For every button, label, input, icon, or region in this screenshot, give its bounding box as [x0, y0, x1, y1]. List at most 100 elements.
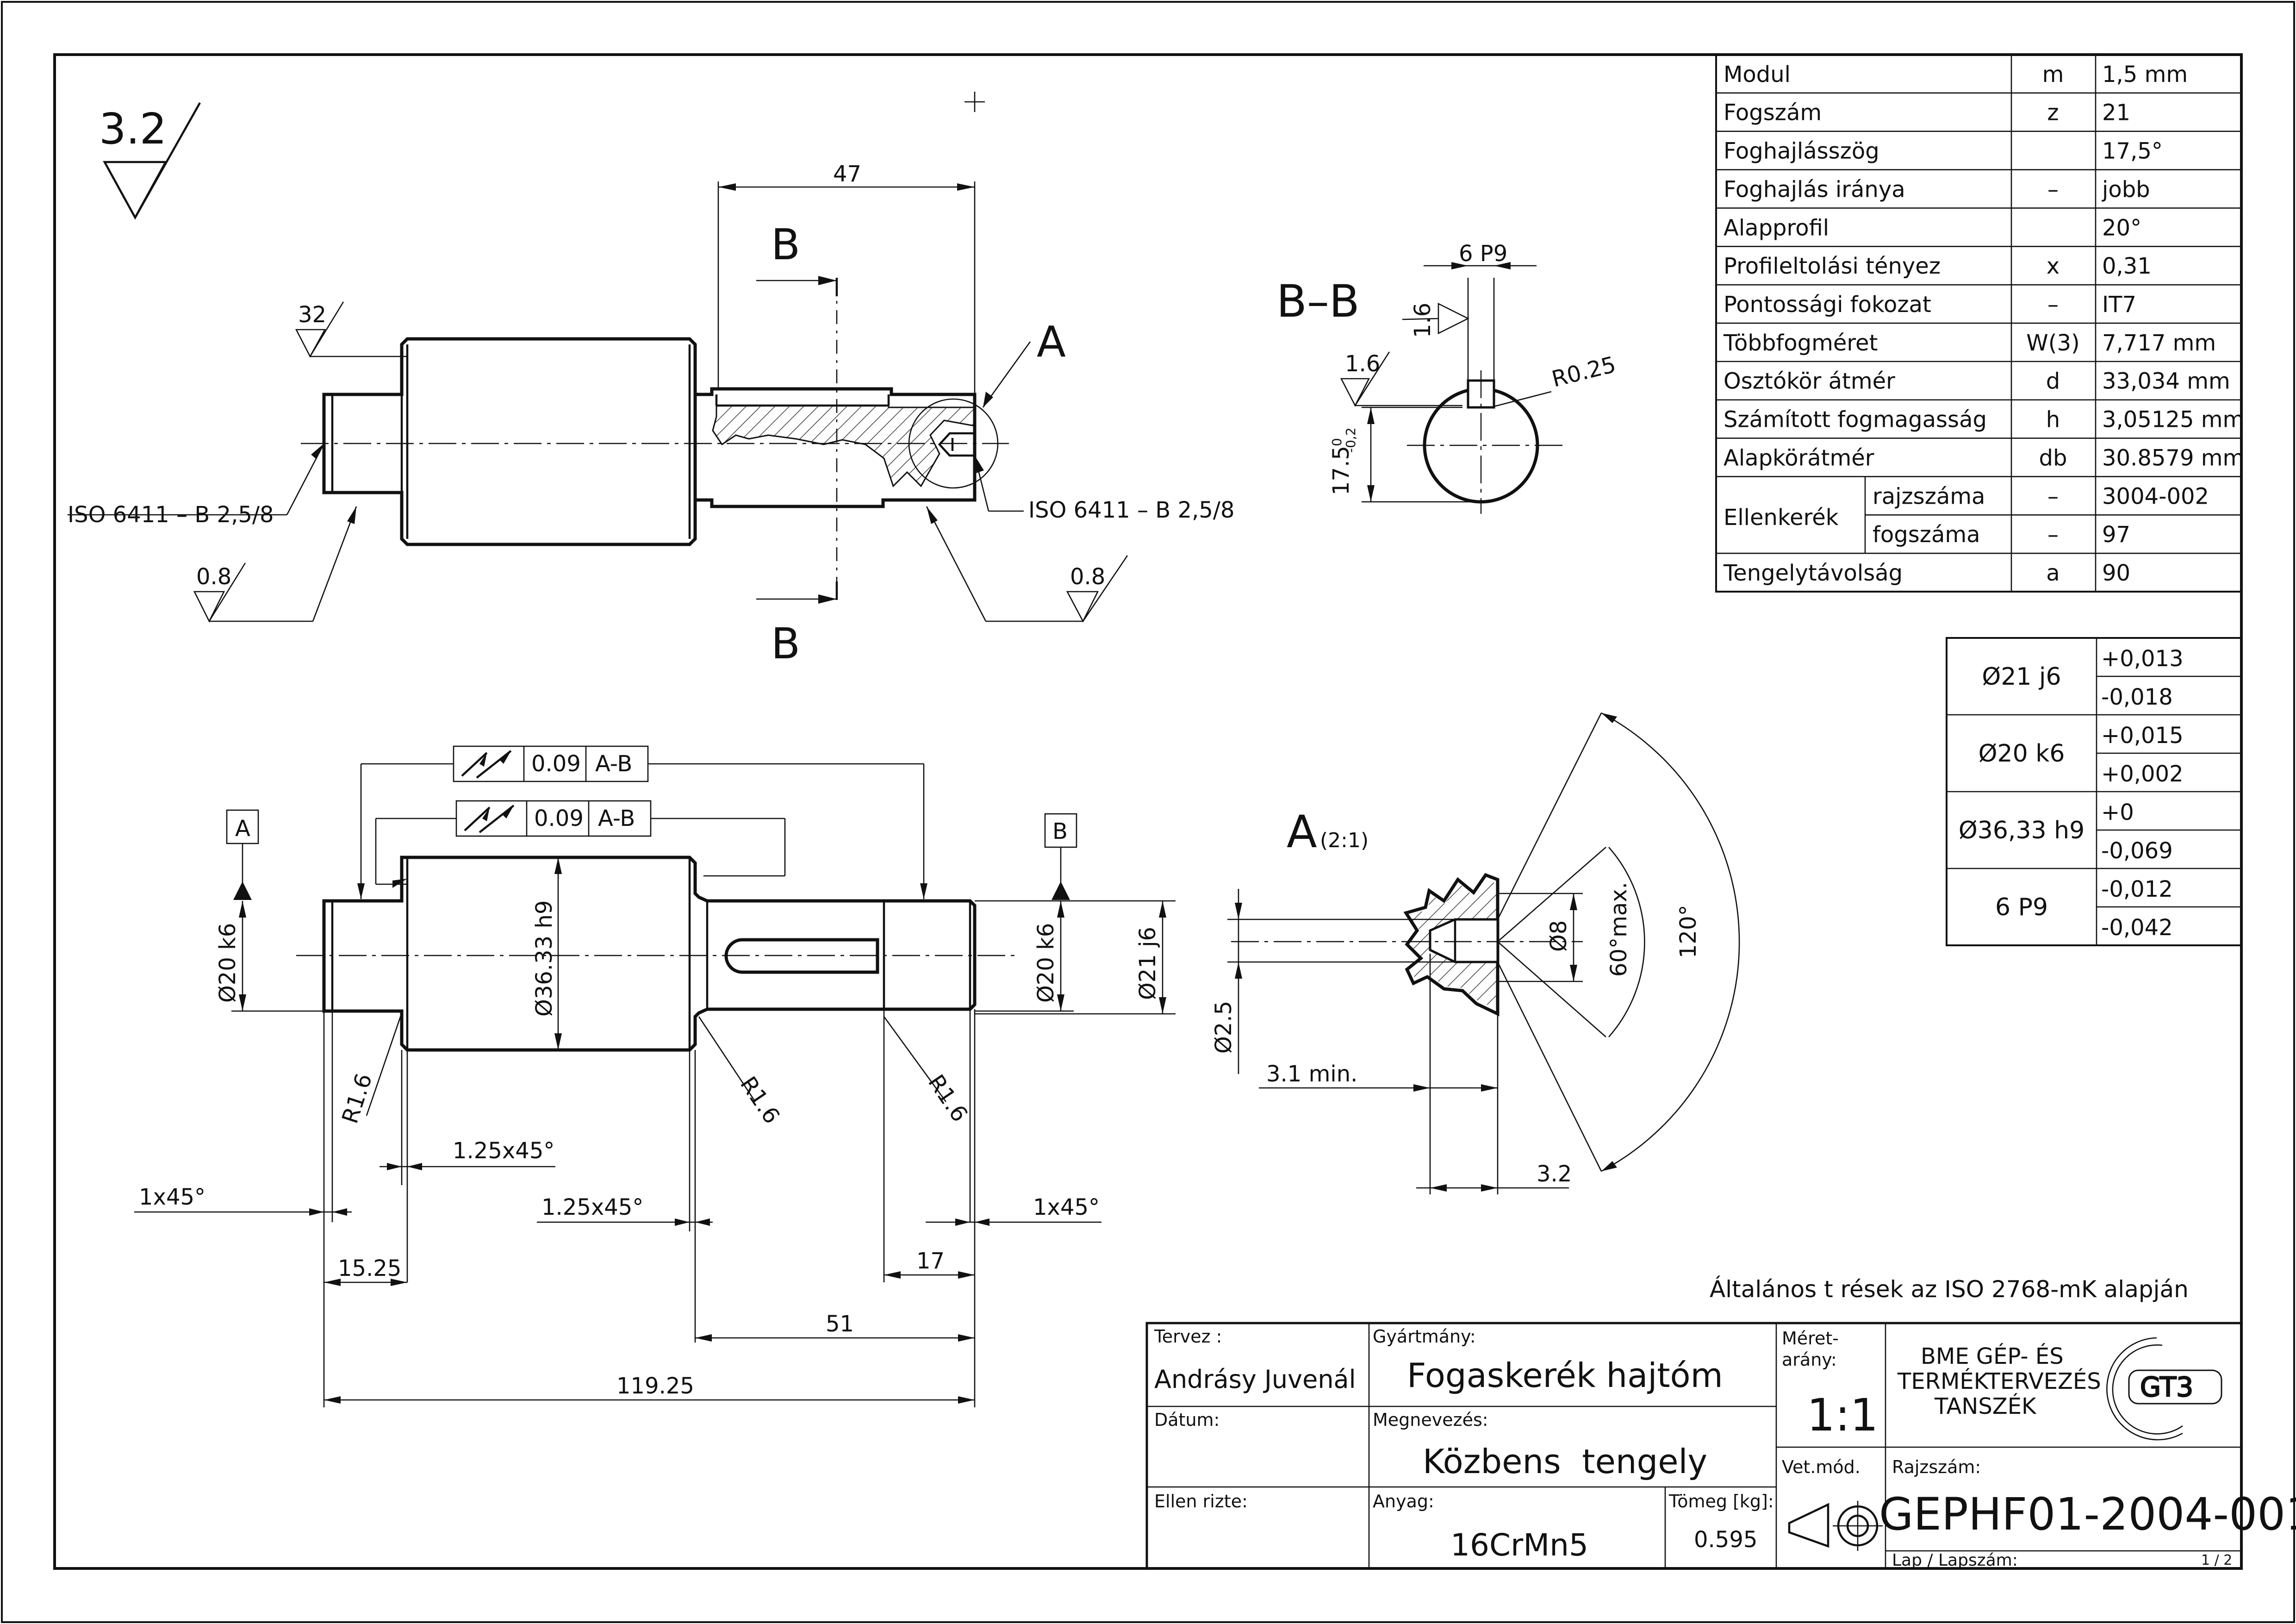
gear-table-value: 3004-002 [2102, 483, 2209, 509]
department-line-3: TANSZÉK [1934, 1393, 2037, 1419]
svg-text:B: B [1052, 818, 1068, 844]
gear-table-label: rajzszáma [1873, 483, 1985, 509]
gear-table-value: 33,034 mm [2102, 369, 2230, 394]
dim-119-25: 119.25 [616, 1373, 694, 1399]
dia-2-5: Ø2.5 [1211, 1001, 1237, 1054]
section-letter-bottom: B [771, 619, 800, 668]
side-view: 47 A B [68, 161, 1235, 668]
gear-table-symbol: – [2047, 483, 2059, 509]
svg-text:32: 32 [298, 302, 326, 328]
dim-17: 17 [916, 1248, 945, 1274]
angle-120: 120° [1675, 905, 1701, 958]
general-roughness-value: 3.2 [99, 104, 167, 154]
svg-text:A: A [235, 816, 250, 842]
svg-text:0.8: 0.8 [196, 564, 231, 590]
svg-text:1.6: 1.6 [1345, 351, 1380, 377]
key-width-6p9: 6 P9 [1459, 241, 1507, 267]
date-label: Dátum: [1154, 1410, 1220, 1430]
datum-a: A [226, 809, 259, 900]
gear-table-value: 7,717 mm [2102, 330, 2216, 356]
tolerance-upper: +0,013 [2101, 646, 2184, 672]
gear-table-label: Modul [1724, 62, 1791, 87]
front-view: A B 0.09 A-B [134, 745, 1176, 1407]
tolerance-lower: +0,002 [2101, 761, 2184, 787]
len-3-1-min: 3.1 min. [1266, 1061, 1357, 1087]
sheet-value: 1 / 2 [2201, 1552, 2232, 1568]
runout-frame-upper: 0.09 A-B [357, 745, 927, 899]
roughness-08-left: 0.8 [193, 506, 357, 623]
gear-table-symbol: d [2046, 369, 2060, 394]
depth-17-5: 17.5 [1328, 446, 1354, 495]
gear-table-label: Foghajlásszög [1724, 138, 1879, 164]
gear-table-label: Alapkörátmér [1724, 445, 1874, 471]
gear-table-label: Alapprofil [1724, 215, 1829, 241]
iso-right: ISO 6411 – B 2,5/8 [1028, 497, 1235, 523]
gear-table-value: 90 [2102, 560, 2130, 586]
svg-text:GT3: GT3 [2140, 1371, 2193, 1403]
gear-table-label: fogszáma [1873, 522, 1980, 548]
gear-table-symbol: W(3) [2026, 330, 2079, 356]
gear-table-value: 97 [2102, 522, 2130, 548]
checker-label: Ellen rizte: [1154, 1491, 1248, 1512]
gear-table-symbol: x [2047, 253, 2060, 279]
tolerance-fit: Ø36,33 h9 [1959, 817, 2084, 844]
gear-table-value: 3,05125 mm [2102, 407, 2244, 433]
chamfer-125-bottom: 1.25x45° [541, 1194, 643, 1220]
section-bb: B–B 6 P9 1.6 R0.25 17.5 0 -0,2 1.6 [1276, 241, 1618, 514]
datum-b: B [1044, 813, 1077, 900]
gear-table-symbol: – [2047, 522, 2059, 548]
designer-label: Tervez : [1154, 1326, 1222, 1347]
title-block: Tervez : Andrásy Juvenál Gyártmány: Foga… [1145, 1322, 2296, 1570]
roughness-16-key: 1.6 [1402, 303, 1469, 338]
department-line-1: BME GÉP- ÉS [1921, 1343, 2064, 1369]
svg-text:A-B: A-B [598, 806, 635, 831]
radius-r025: R0.25 [1549, 351, 1618, 392]
part-name: Közbens tengely [1423, 1442, 1707, 1481]
svg-text:0.09: 0.09 [531, 751, 581, 777]
tolerance-lower: -0,018 [2101, 684, 2173, 710]
scale-value: 1:1 [1807, 1389, 1879, 1441]
section-letter-top: B [771, 220, 800, 269]
tolerance-upper: +0,015 [2101, 723, 2184, 749]
svg-text:-0,2: -0,2 [1343, 427, 1358, 453]
tolerance-fit: Ø21 j6 [1982, 663, 2061, 691]
section-bb-title: B–B [1276, 275, 1360, 327]
angle-60: 60°max. [1606, 882, 1632, 977]
chamfer-125-top: 1.25x45° [453, 1138, 554, 1164]
dia-20-left: Ø20 k6 [215, 923, 241, 1003]
roughness-16-left: 1.6 [1340, 351, 1462, 407]
gear-table-symbol: h [2046, 407, 2060, 433]
detail-letter-a: A [1037, 317, 1066, 367]
drawing-number-label: Rajzszám: [1892, 1457, 1981, 1477]
gear-table-value: jobb [2102, 176, 2150, 202]
chamfer-1-right: 1x45° [1033, 1194, 1100, 1220]
product-label: Gyártmány: [1373, 1326, 1476, 1347]
gear-table-symbol: – [2047, 292, 2059, 318]
mass-value: 0.595 [1694, 1527, 1757, 1553]
gear-table-value: 0,31 [2102, 253, 2152, 279]
mass-label: Tömeg [kg]: [1668, 1491, 1774, 1512]
svg-text:A-B: A-B [595, 751, 632, 777]
dia-8: Ø8 [1546, 920, 1572, 952]
gear-table-label: Tengelytávolság [1723, 560, 1903, 586]
drawing-number: GEPHF01-2004-001 [1879, 1488, 2296, 1540]
dim-51: 51 [826, 1311, 854, 1337]
tolerance-fit: 6 P9 [1995, 893, 2048, 921]
tolerance-lower: -0,069 [2101, 838, 2173, 864]
gear-table-value: IT7 [2102, 292, 2136, 318]
svg-text:0: 0 [1329, 438, 1344, 446]
roughness-08-right: 0.8 [926, 506, 1128, 623]
scale-label-1: Méret- [1782, 1328, 1839, 1349]
gear-table-symbol: – [2047, 176, 2059, 202]
dia-21: Ø21 j6 [1135, 927, 1161, 1000]
gear-table-label: Osztókör átmér [1724, 369, 1895, 394]
dia-20-right: Ø20 k6 [1033, 923, 1059, 1003]
dim-47: 47 [833, 161, 861, 187]
tolerance-upper: +0 [2101, 800, 2134, 825]
gear-table-value: 30.8579 mm [2102, 445, 2244, 471]
tolerance-lower: -0,042 [2101, 915, 2173, 941]
